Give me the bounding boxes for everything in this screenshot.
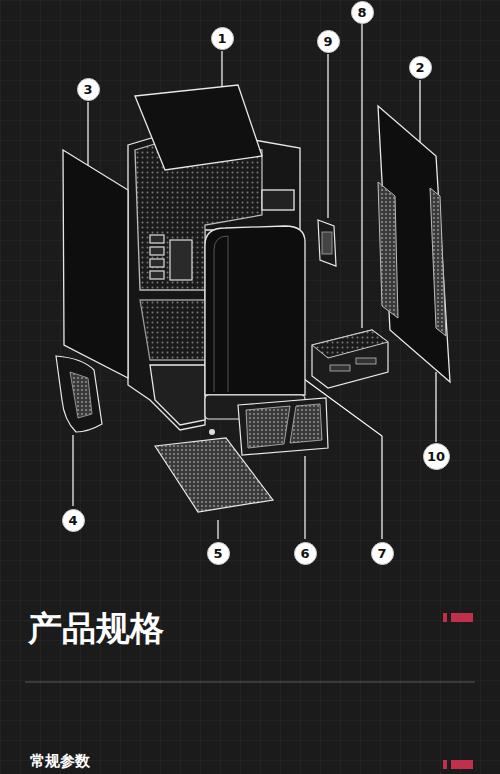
io-bracket: [318, 220, 336, 266]
callout-circle: 9: [317, 30, 340, 53]
callout-number: 8: [357, 5, 366, 20]
callout-circle: 3: [77, 78, 100, 101]
accent-mark: [443, 760, 447, 769]
callout-circle: 1: [211, 27, 234, 50]
top-panel: [135, 85, 262, 170]
callout-number: 4: [68, 513, 77, 528]
callout-circle: 2: [409, 56, 432, 79]
callout-number: 10: [427, 449, 445, 464]
callout-number: 9: [323, 34, 332, 49]
callout-number: 3: [83, 82, 92, 97]
callout-number: 7: [377, 546, 386, 561]
accent-mark: [443, 613, 447, 622]
drive-cage: [312, 330, 388, 388]
subsection-title: 常规参数: [30, 752, 90, 771]
callout-circle: 5: [207, 542, 230, 565]
callout-number: 6: [300, 546, 309, 561]
callout-circle: 6: [294, 542, 317, 565]
divider-line: [25, 682, 475, 683]
side-panel: [63, 150, 128, 378]
accent-mark: [451, 613, 473, 622]
section-title: 产品规格: [28, 606, 164, 652]
side-panel-right: [378, 106, 450, 382]
callout-circle: 10: [423, 443, 450, 470]
rear-cover: [56, 356, 102, 432]
callout-number: 1: [217, 31, 226, 46]
accent-mark: [451, 760, 473, 769]
callout-number: 2: [415, 60, 424, 75]
front-filter: [238, 398, 328, 455]
callout-circle: 8: [351, 1, 374, 24]
callout-circle: 7: [371, 542, 394, 565]
callout-circle: 4: [62, 509, 85, 532]
bottom-filter: [155, 438, 273, 512]
callout-number: 5: [213, 546, 222, 561]
